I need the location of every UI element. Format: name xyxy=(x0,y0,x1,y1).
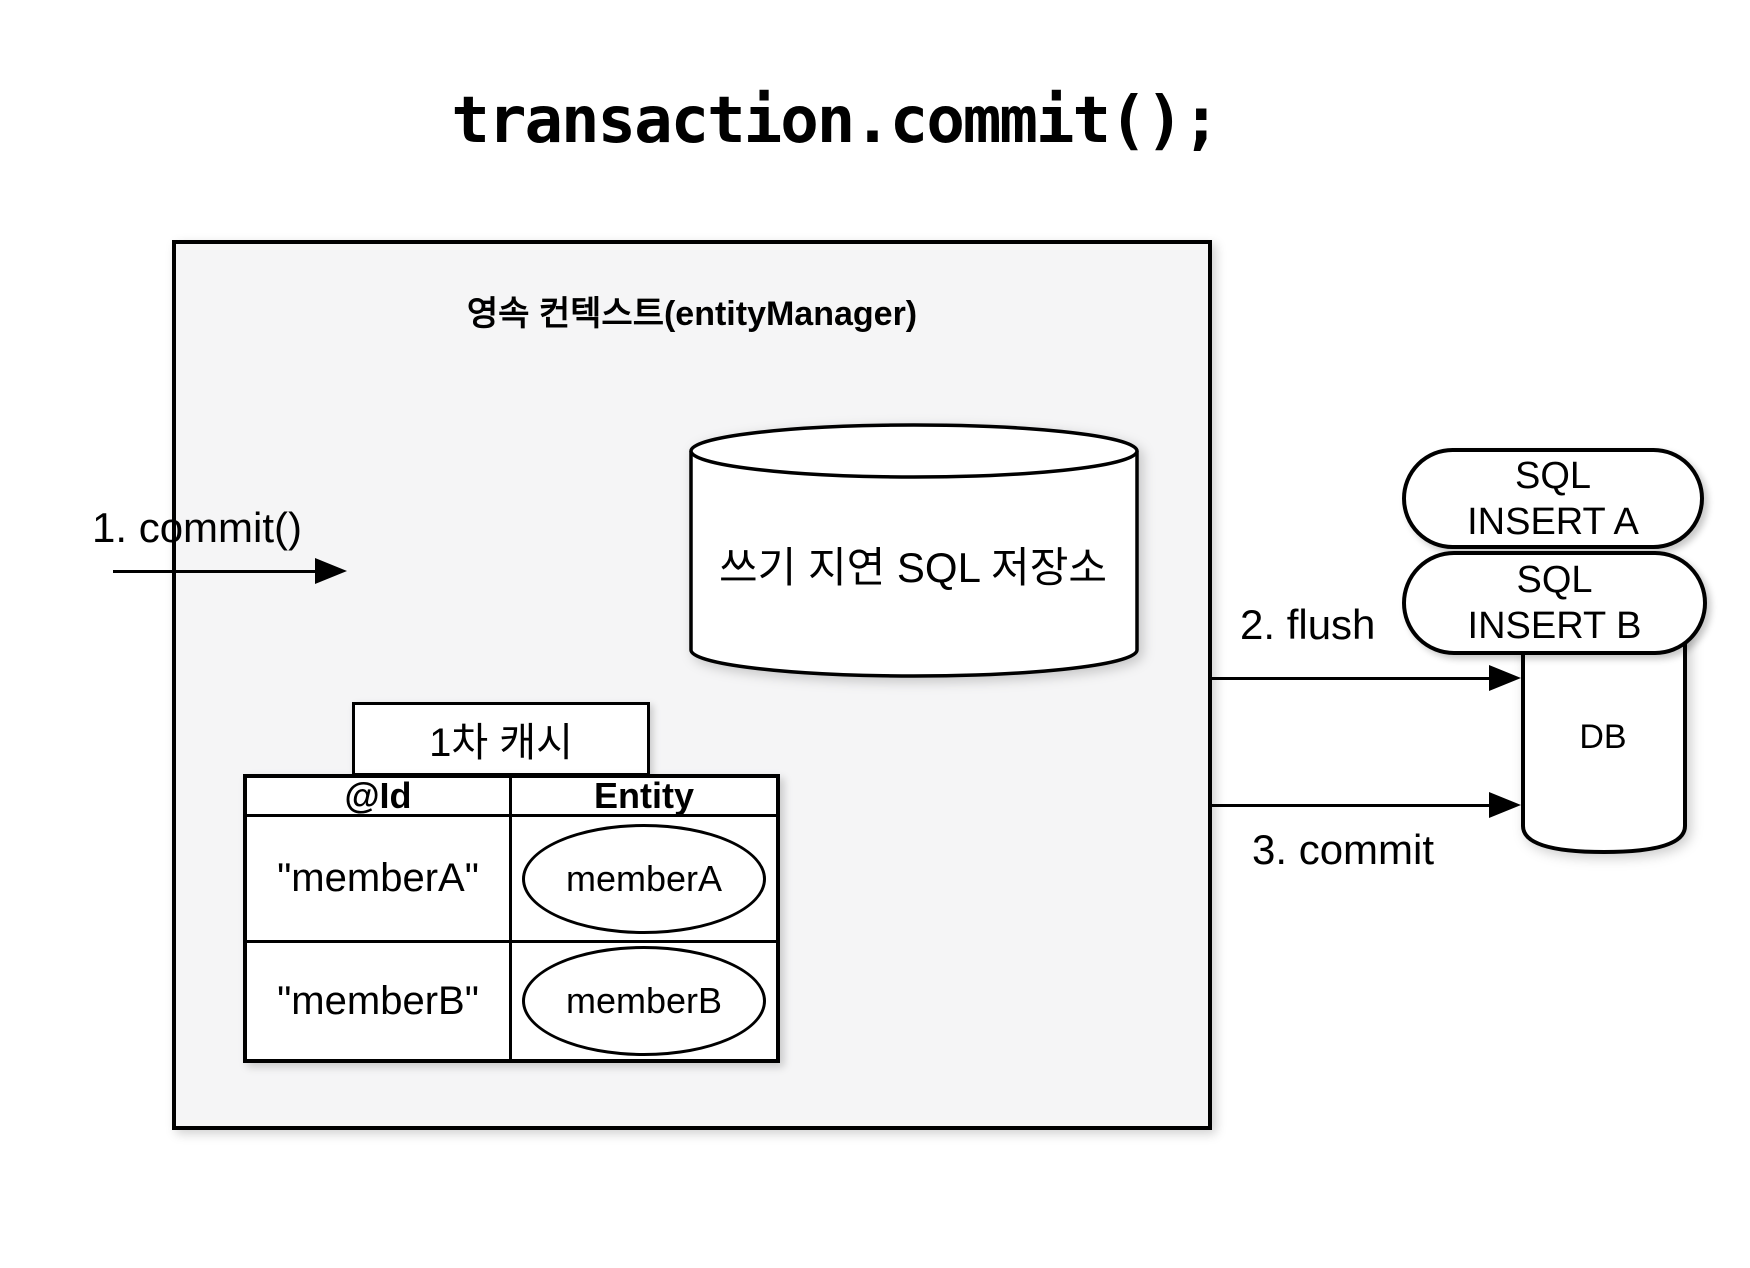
entity-ellipse-memberB: memberB xyxy=(522,946,766,1056)
entity-ellipse-memberA-label: memberA xyxy=(565,857,723,899)
commit-in-arrow-line xyxy=(113,570,318,573)
commit-out-arrow-head-icon xyxy=(1489,792,1521,818)
flush-label: 2. flush xyxy=(1240,601,1376,648)
commit-out-label: 3. commit xyxy=(1252,826,1435,873)
entity-ellipse-memberA: memberA xyxy=(522,823,766,934)
entity-ellipse-memberB-label: memberB xyxy=(565,980,723,1021)
flush-arrow-head-icon xyxy=(1489,665,1521,691)
commit-in-label: 1. commit() xyxy=(92,504,302,551)
cache-table-header-entity: Entity xyxy=(512,775,776,817)
diagram-title: transaction.commit(); xyxy=(451,84,1220,158)
sql-insert-b-pill: SQL INSERT B xyxy=(1402,551,1707,655)
db-cylinder-icon xyxy=(1521,596,1687,855)
sql-insert-a-line2: INSERT A xyxy=(1467,500,1639,543)
first-level-cache-label: 1차 캐시 xyxy=(429,721,573,765)
persistence-context-label: 영속 컨텍스트(entityManager) xyxy=(466,295,918,333)
sql-insert-b-line1: SQL xyxy=(1516,559,1593,601)
db-label: DB xyxy=(1579,718,1627,756)
sql-insert-a-line1: SQL xyxy=(1514,454,1592,497)
sql-store-cylinder-icon xyxy=(689,423,1139,678)
sql-insert-b-line2: INSERT B xyxy=(1467,605,1642,647)
commit-out-arrow-line xyxy=(1212,804,1492,807)
sql-store-label: 쓰기 지연 SQL 저장소 xyxy=(719,544,1107,591)
commit-in-arrow-head-icon xyxy=(315,558,347,584)
cache-table-cell-id-memberB: "memberB" xyxy=(247,943,512,1059)
flush-arrow-line xyxy=(1212,677,1492,680)
sql-insert-a-pill: SQL INSERT A xyxy=(1402,448,1704,549)
cache-table-cell-id-memberA: "memberA" xyxy=(247,817,512,943)
first-level-cache-box: 1차 캐시 xyxy=(352,702,650,776)
cache-table: @Id Entity "memberA" memberA "memberB" m… xyxy=(243,774,780,1063)
cache-table-cell-entity-memberB: memberB xyxy=(512,943,776,1059)
cache-table-header-id: @Id xyxy=(247,775,512,817)
cache-table-cell-entity-memberA: memberA xyxy=(512,817,776,943)
